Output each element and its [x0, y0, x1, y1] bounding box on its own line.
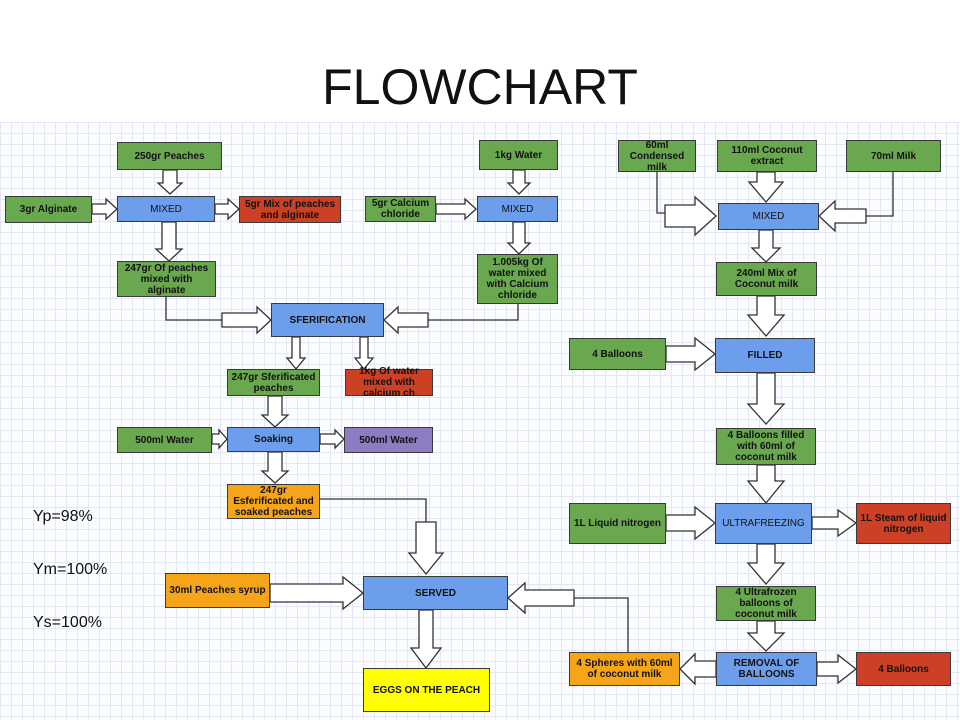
arrow-mixed3-down	[750, 229, 782, 263]
node-water-calcium-1kg: 1kg Of water mixed with calcium ch	[345, 366, 433, 399]
node-calcium-5: 5gr Calcium chloride	[365, 196, 436, 222]
node-mix-peach-alginate-5: 5gr Mix of peaches and alginate	[239, 196, 341, 223]
node-balloons-filled: 4 Balloons filled with 60ml of coconut m…	[716, 428, 816, 465]
node-alginate-3: 3gr Alginate	[5, 196, 92, 223]
node-peaches-250: 250gr Peaches	[117, 142, 222, 170]
node-water-500-in: 500ml Water	[117, 427, 212, 453]
arrow-coconut-mix-down	[746, 295, 786, 337]
arrow-sferification-waste-down	[353, 336, 375, 371]
node-peach-syrup: 30ml Peaches syrup	[165, 573, 270, 608]
node-coconut-mix-240: 240ml Mix of Coconut milk	[716, 262, 817, 296]
line-peaches-alginate-to-sferification	[165, 297, 222, 321]
arrow-balloons-right	[665, 336, 717, 372]
arrow-ultrafreezing-right	[811, 508, 858, 538]
yield-yp: Yp=98%	[33, 508, 93, 525]
line-spheres-to-served	[574, 597, 629, 656]
node-liquid-nitrogen: 1L Liquid nitrogen	[569, 503, 666, 544]
arrow-ultrafreezing-down	[746, 543, 786, 585]
arrow-peaches-down	[156, 169, 184, 195]
node-ultrafreezing: ULTRAFREEZING	[715, 503, 812, 544]
arrow-spheres-left	[507, 581, 575, 615]
arrow-filled-down	[746, 372, 786, 425]
node-esferificated-247: 247gr Esferificated and soaked peaches	[227, 484, 320, 519]
node-filled: FILLED	[715, 338, 815, 373]
arrow-nitrogen-right	[665, 505, 717, 541]
arrow-coconut-down	[747, 171, 785, 204]
line-milk-to-mixed	[866, 172, 894, 217]
node-water-500-out: 500ml Water	[344, 427, 433, 453]
node-ultrafrozen: 4 Ultrafrozen balloons of coconut milk	[716, 586, 816, 621]
arrow-to-served-down	[407, 521, 445, 576]
node-served: SERVED	[363, 576, 508, 610]
node-eggs-on-the-peach: EGGS ON THE PEACH	[363, 668, 490, 712]
node-mixed-3: MIXED	[718, 203, 819, 230]
page-title: FLOWCHART	[322, 59, 638, 115]
arrow-calcium-right	[435, 197, 477, 221]
arrow-removal-left	[679, 652, 717, 686]
yield-ys: Ys=100%	[33, 614, 102, 631]
arrow-served-down	[409, 609, 443, 670]
arrow-mixed-right	[214, 197, 240, 221]
arrow-mixed2-down	[506, 221, 532, 255]
node-sferification: SFERIFICATION	[271, 303, 384, 337]
node-balloons-in: 4 Balloons	[569, 338, 666, 370]
arrow-soaking-right	[319, 428, 345, 450]
node-sferificated-247: 247gr Sferificated peaches	[227, 369, 320, 396]
node-water-1kg: 1kg Water	[479, 140, 558, 170]
line-condensed-to-mixed	[656, 172, 665, 214]
arrow-water-in-right	[211, 428, 228, 450]
node-mixed-2: MIXED	[477, 196, 558, 222]
node-water-calcium-1005: 1.005kg Of water mixed with Calcium chlo…	[477, 254, 558, 304]
arrow-milk-left	[818, 199, 867, 233]
arrow-syrup-right	[269, 575, 365, 611]
node-peaches-alginate-247: 247gr Of peaches mixed with alginate	[117, 261, 216, 297]
arrow-soaking-down	[260, 451, 290, 484]
arrow-ultrafrozen-down	[746, 620, 786, 652]
arrow-condensed-right	[664, 195, 717, 237]
arrow-mixed-down	[154, 221, 184, 262]
node-soaking: Soaking	[227, 427, 320, 452]
node-milk-70: 70ml Milk	[846, 140, 941, 172]
arrow-balloons-filled-down	[746, 464, 786, 505]
node-mixed-1: MIXED	[117, 196, 215, 222]
arrow-alginate-right	[91, 197, 118, 221]
node-condensed-milk: 60ml Condensed milk	[618, 140, 696, 173]
arrow-water-down	[506, 169, 532, 195]
node-balloons-out: 4 Balloons	[856, 652, 951, 686]
node-removal: REMOVAL OF BALLOONS	[716, 652, 817, 686]
node-nitrogen-steam: 1L Steam of liquid nitrogen	[856, 503, 951, 544]
arrow-into-sferification-left	[221, 305, 272, 335]
node-spheres: 4 Spheres with 60ml of coconut milk	[569, 652, 680, 686]
line-esferificated-to-served	[320, 498, 427, 522]
yield-ym: Ym=100%	[33, 561, 108, 578]
arrow-sferificated-down	[260, 395, 290, 428]
arrow-into-sferification-right	[383, 305, 429, 335]
arrow-sferification-down	[285, 336, 307, 371]
line-water-calcium-to-sferification	[428, 304, 519, 321]
arrow-removal-right	[816, 653, 858, 685]
node-coconut-extract: 110ml Coconut extract	[717, 140, 817, 172]
